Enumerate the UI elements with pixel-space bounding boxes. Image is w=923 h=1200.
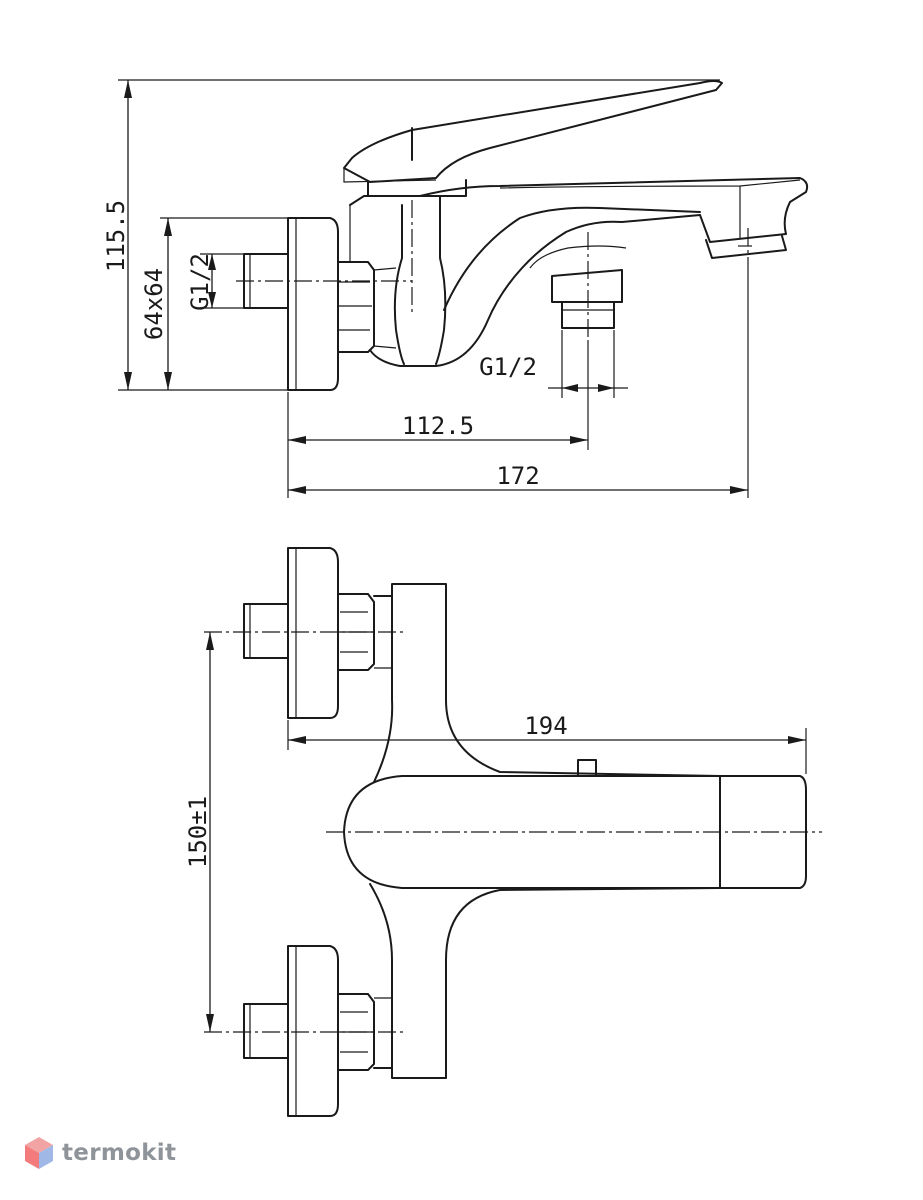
flange-lower bbox=[287, 945, 339, 1117]
top-dimensions: 194 150±1 bbox=[184, 632, 807, 1032]
diverter-knob bbox=[577, 759, 597, 777]
dim-height-total: 115.5 bbox=[102, 200, 130, 272]
dim-spout-center: 112.5 bbox=[402, 412, 474, 440]
top-view bbox=[204, 547, 822, 1117]
dim-depth-total: 172 bbox=[496, 462, 539, 490]
hex-nut bbox=[337, 261, 375, 353]
side-dimensions: 115.5 64x64 G1/2 G1/2 112.5 172 bbox=[102, 79, 749, 498]
mixer-body bbox=[373, 583, 721, 1079]
dim-inlet-thread: G1/2 bbox=[186, 253, 214, 311]
flange-upper bbox=[287, 547, 339, 719]
dim-inlet-spacing: 150±1 bbox=[184, 796, 212, 868]
shower-outlet bbox=[551, 269, 623, 303]
spout-nozzle bbox=[705, 235, 787, 259]
dim-spout-length: 194 bbox=[524, 712, 567, 740]
side-view bbox=[236, 80, 809, 391]
lever-handle bbox=[343, 80, 723, 183]
dim-outlet-thread: G1/2 bbox=[479, 353, 537, 381]
wall-flange bbox=[287, 217, 339, 391]
brand-name: termokit bbox=[62, 1140, 177, 1166]
spout-body bbox=[349, 177, 809, 367]
dim-flange-size: 64x64 bbox=[140, 268, 168, 340]
lever-top bbox=[719, 775, 807, 889]
cartridge-cap bbox=[367, 179, 467, 197]
cube-icon bbox=[25, 1137, 53, 1169]
brand-logo: termokit bbox=[24, 1136, 176, 1170]
